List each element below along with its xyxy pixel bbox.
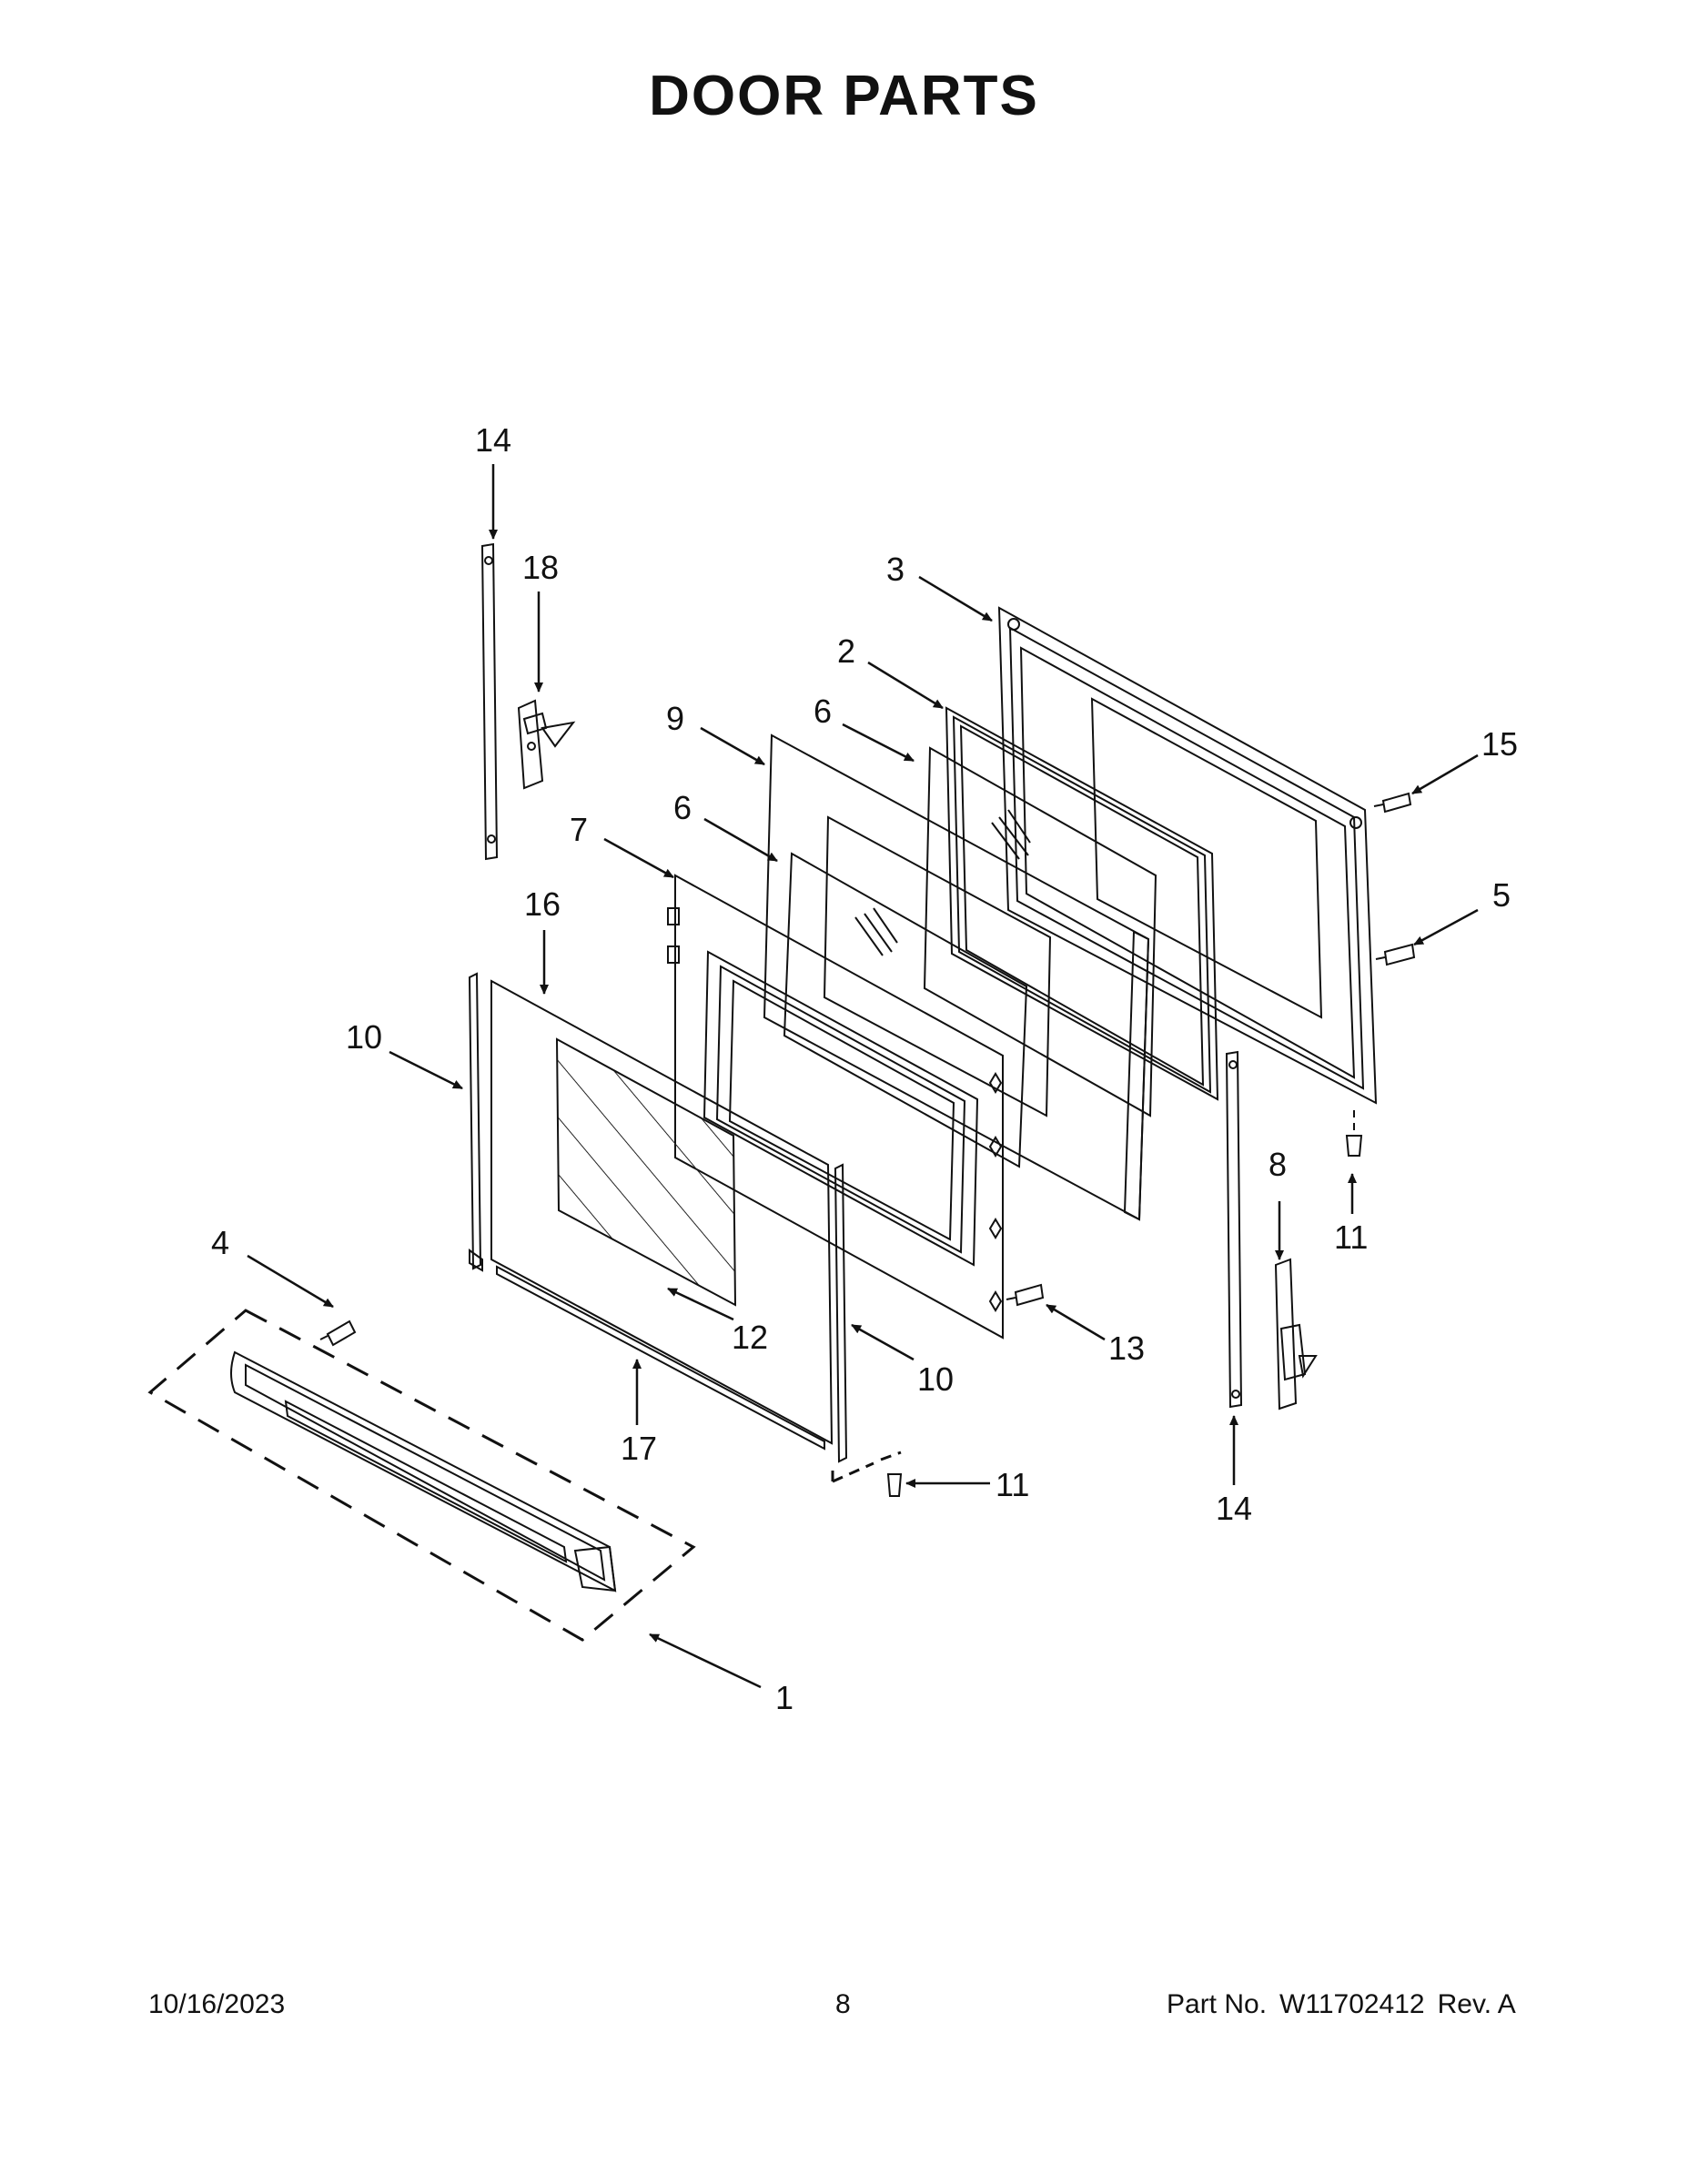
callout-9: 9 (666, 700, 684, 737)
handle-group-outline (147, 1309, 696, 1642)
door-liner (763, 733, 1150, 1221)
trim-strip-left (468, 972, 483, 1272)
callout-13: 13 (1108, 1330, 1145, 1367)
callout-8: 8 (1269, 1146, 1287, 1183)
door-frame (667, 874, 1004, 1340)
callout-10-left: 10 (346, 1018, 382, 1056)
screw-4 (319, 1320, 357, 1347)
leader-lines (247, 464, 1479, 1689)
callout-4: 4 (211, 1224, 229, 1261)
callout-11-bottom: 11 (996, 1466, 1029, 1503)
part-label: Part No. (1167, 1989, 1268, 2019)
callout-16: 16 (524, 885, 561, 923)
callout-15: 15 (1481, 725, 1518, 763)
callout-1: 1 (775, 1679, 793, 1716)
callout-7: 7 (570, 811, 588, 848)
door-glass-lower (783, 852, 1028, 1168)
callout-14-top: 14 (475, 421, 511, 459)
hinge-receiver-right (1225, 1050, 1243, 1409)
footer-page-number: 8 (835, 1989, 851, 2019)
screw-13 (1006, 1283, 1045, 1307)
part-number: W11702412 (1279, 1989, 1425, 2019)
hinge-receiver-left (480, 542, 499, 861)
bottom-trim (496, 1265, 825, 1451)
callout-6-upper: 6 (814, 693, 832, 730)
screw-11-bottom (831, 1451, 903, 1497)
callout-5: 5 (1492, 876, 1511, 914)
callout-6-lower: 6 (673, 789, 692, 826)
callout-10-right: 10 (917, 1360, 954, 1398)
callout-18: 18 (522, 549, 559, 586)
callout-17: 17 (621, 1430, 657, 1467)
revision: Rev. A (1437, 1989, 1516, 2019)
hinge-right (1274, 1258, 1318, 1410)
callout-11-right: 11 (1334, 1218, 1368, 1256)
callout-2: 2 (837, 632, 855, 670)
footer-part-number: Part No. W11702412 Rev. A (1167, 1989, 1529, 2020)
screw-15 (1373, 792, 1412, 814)
trim-strip-right (834, 1163, 848, 1463)
hinge-left (517, 699, 576, 790)
screw-5 (1375, 943, 1416, 966)
callout-14-bottom: 14 (1216, 1490, 1252, 1527)
page-title: DOOR PARTS (649, 65, 1039, 127)
screw-11-right (1345, 1110, 1363, 1157)
door-handle (230, 1350, 617, 1592)
footer-date: 10/16/2023 (148, 1989, 286, 2019)
outer-door-glass (490, 979, 834, 1445)
door-insulation (945, 706, 1219, 1101)
callout-3: 3 (886, 551, 905, 588)
inner-door-panel (997, 606, 1378, 1105)
callout-12: 12 (732, 1319, 768, 1356)
door-glass-upper (923, 746, 1157, 1117)
